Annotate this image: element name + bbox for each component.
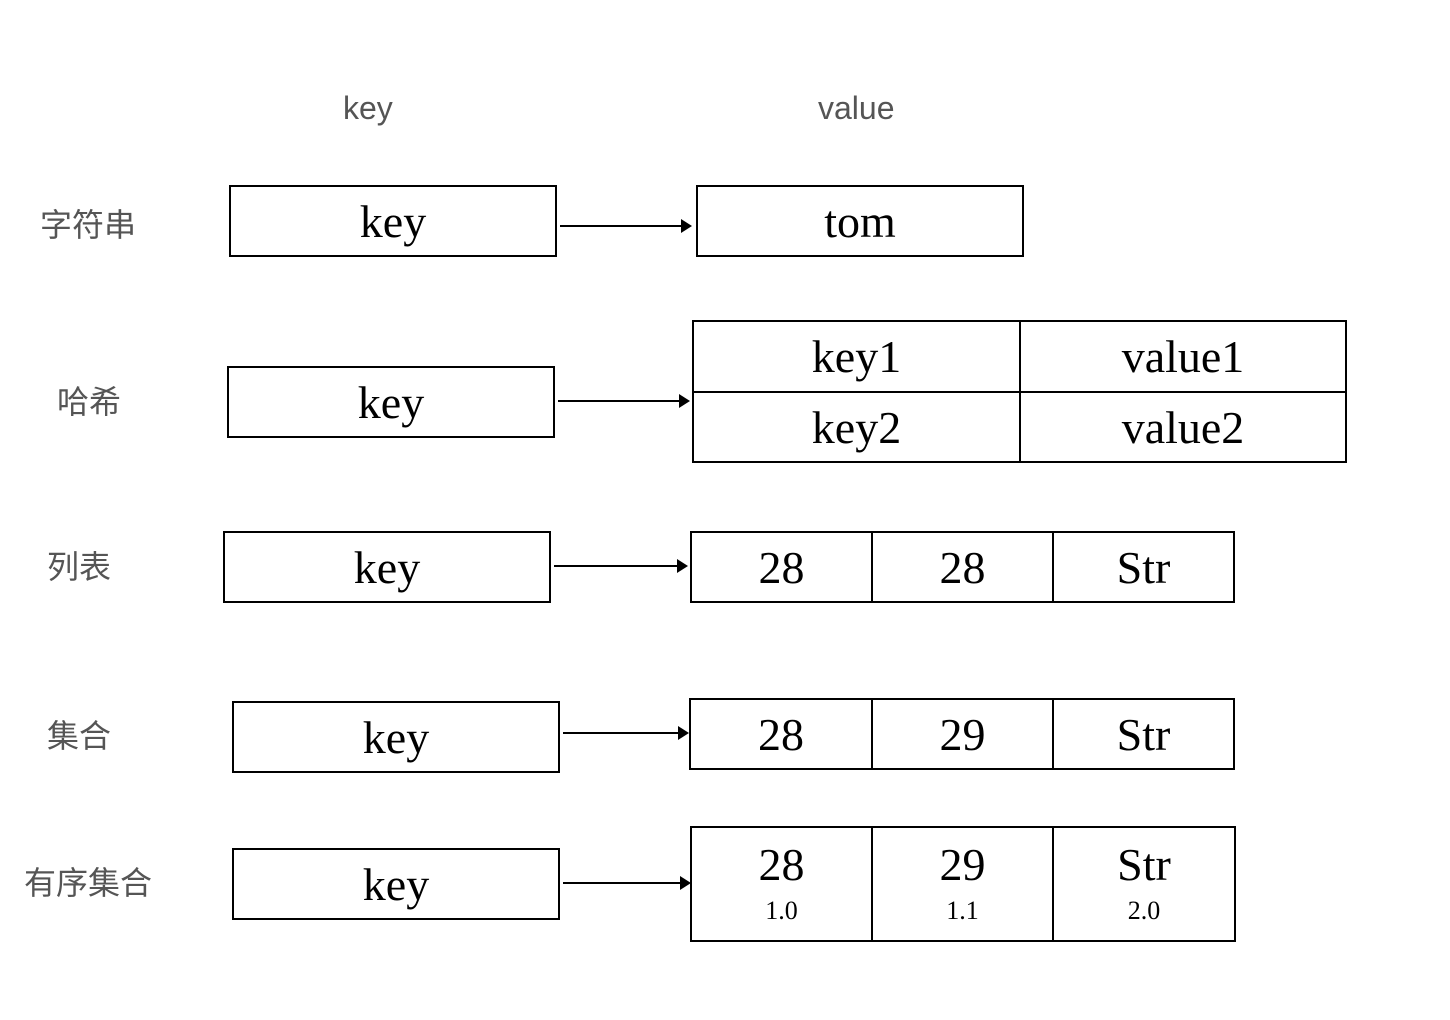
list-item-cell: Str bbox=[1052, 531, 1235, 603]
zset-score: 2.0 bbox=[1127, 896, 1161, 925]
row-label-hash: 哈希 bbox=[57, 383, 122, 421]
hash-key-box: key bbox=[227, 366, 555, 438]
zset-item-cell: 29 1.1 bbox=[871, 826, 1054, 942]
string-value-box: tom bbox=[696, 185, 1024, 257]
key-column-header: key bbox=[343, 90, 393, 126]
hash-field-cell: key2 bbox=[692, 391, 1021, 463]
list-key-box: key bbox=[223, 531, 551, 603]
set-item-cell: 28 bbox=[689, 698, 873, 770]
row-label-list: 列表 bbox=[47, 548, 112, 586]
value-column-header: value bbox=[818, 90, 895, 126]
zset-score: 1.1 bbox=[946, 896, 979, 925]
row-label-string: 字符串 bbox=[40, 206, 137, 244]
hash-value-cell: value1 bbox=[1019, 320, 1347, 393]
zset-score: 1.0 bbox=[765, 896, 798, 925]
row-label-sorted-set: 有序集合 bbox=[24, 864, 153, 902]
string-key-box: key bbox=[229, 185, 557, 257]
string-arrow bbox=[560, 219, 692, 233]
zset-member: 28 bbox=[758, 839, 805, 890]
list-item-cell: 28 bbox=[871, 531, 1054, 603]
zset-item-cell: Str 2.0 bbox=[1052, 826, 1236, 942]
list-item-cell: 28 bbox=[690, 531, 873, 603]
zset-item-cell: 28 1.0 bbox=[690, 826, 873, 942]
set-item-cell: Str bbox=[1052, 698, 1235, 770]
list-arrow bbox=[554, 559, 688, 573]
zset-key-box: key bbox=[232, 848, 560, 920]
row-label-set: 集合 bbox=[47, 717, 112, 755]
zset-arrow bbox=[563, 876, 691, 890]
hash-value-cell: value2 bbox=[1019, 391, 1347, 463]
hash-arrow bbox=[558, 394, 690, 408]
set-key-box: key bbox=[232, 701, 560, 773]
set-item-cell: 29 bbox=[871, 698, 1054, 770]
zset-member: 29 bbox=[939, 839, 986, 890]
zset-member: Str bbox=[1117, 839, 1171, 890]
set-arrow bbox=[563, 726, 689, 740]
hash-field-cell: key1 bbox=[692, 320, 1021, 393]
